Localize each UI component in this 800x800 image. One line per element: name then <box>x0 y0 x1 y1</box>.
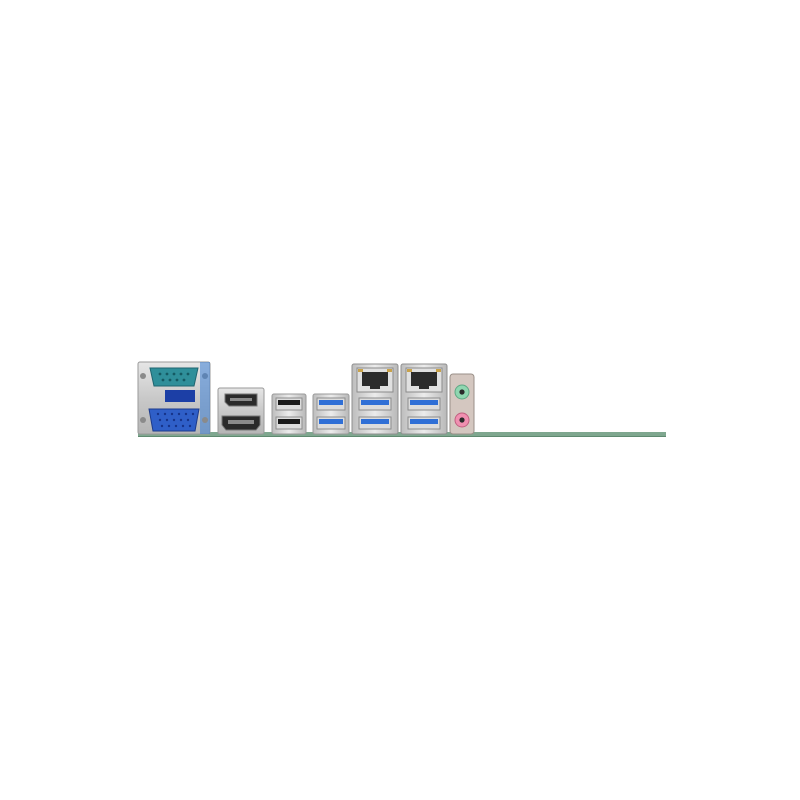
audio-jacks <box>449 373 475 435</box>
lan-usb3-stack-2 <box>400 363 448 435</box>
serial-vga-stack <box>137 361 211 435</box>
vga-port-db15 <box>140 408 208 432</box>
hdmi-port <box>221 415 261 431</box>
line-out-jack <box>454 384 470 400</box>
rj45-port <box>356 367 394 393</box>
mic-in-jack <box>454 412 470 428</box>
usb2-port <box>275 416 303 430</box>
pcb-board-shadow <box>138 436 666 437</box>
displayport <box>224 393 258 407</box>
lan-usb3-stack-1 <box>351 363 399 435</box>
usb3-port <box>407 416 441 430</box>
usb3-port <box>316 416 346 430</box>
displayport-hdmi-stack <box>217 387 265 435</box>
usb3-port <box>358 397 392 411</box>
usb2-port <box>275 397 303 411</box>
rj45-port <box>405 367 443 393</box>
usb3-stack <box>312 393 350 435</box>
blue-divider <box>165 390 195 402</box>
usb2-stack <box>271 393 307 435</box>
usb3-port <box>358 416 392 430</box>
usb3-port <box>407 397 441 411</box>
usb3-port <box>316 397 346 411</box>
